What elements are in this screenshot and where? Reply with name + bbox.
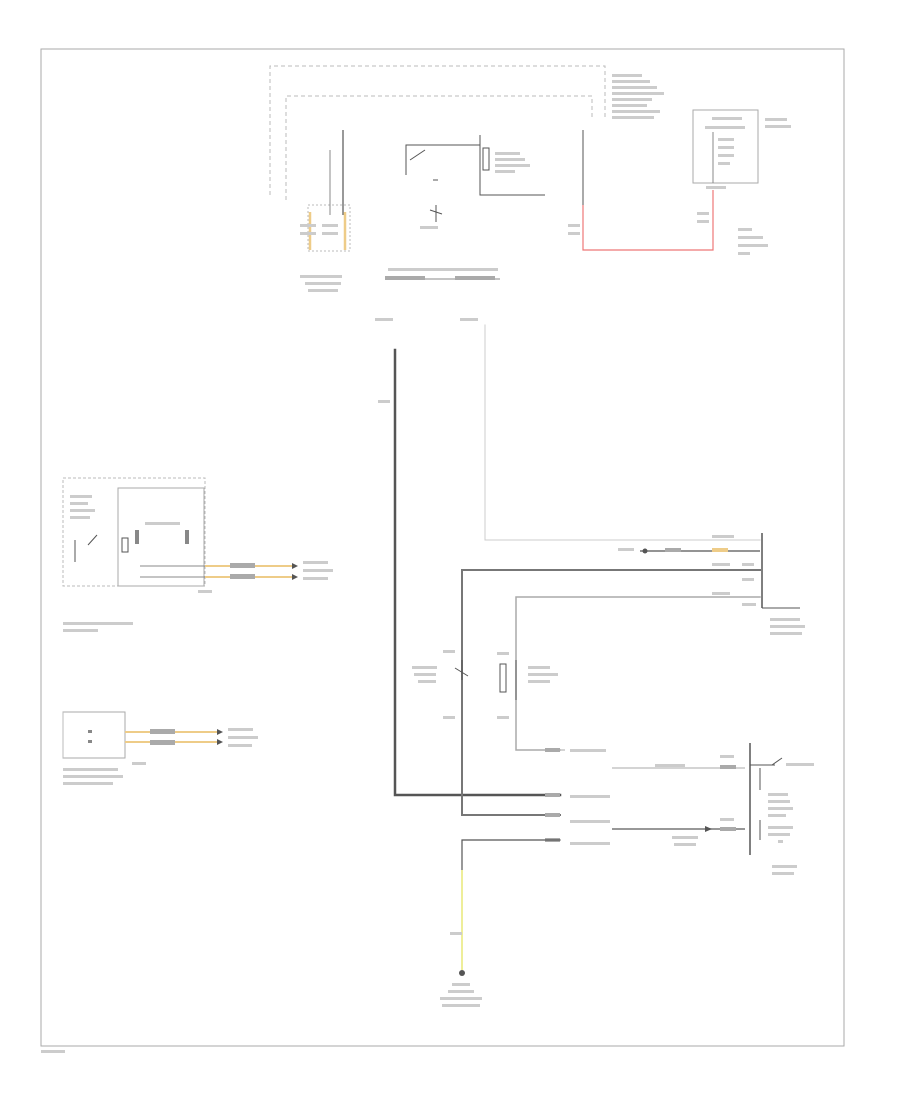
steering-wheel-control (62, 477, 333, 632)
top-note-text-lines (612, 74, 664, 119)
power-feed-red (568, 130, 768, 255)
wire-black-trunk (393, 348, 562, 797)
dashed-signal-lines (269, 65, 606, 200)
lower-left-module (62, 711, 258, 785)
footer-code-mark (41, 1050, 65, 1053)
ground-circuit (440, 839, 561, 1007)
fuse-panel (692, 109, 791, 189)
wire-light-trunk (484, 324, 761, 541)
ignition-switch (405, 135, 545, 229)
telephone-module (618, 533, 805, 635)
relay-switches (412, 650, 558, 719)
telephone-connector-top (375, 268, 500, 403)
front-control-module-connector (300, 130, 351, 292)
telephone-connector-lower (545, 743, 814, 875)
wire-dark-gray-1 (461, 569, 761, 816)
diagram-frame (40, 48, 845, 1047)
